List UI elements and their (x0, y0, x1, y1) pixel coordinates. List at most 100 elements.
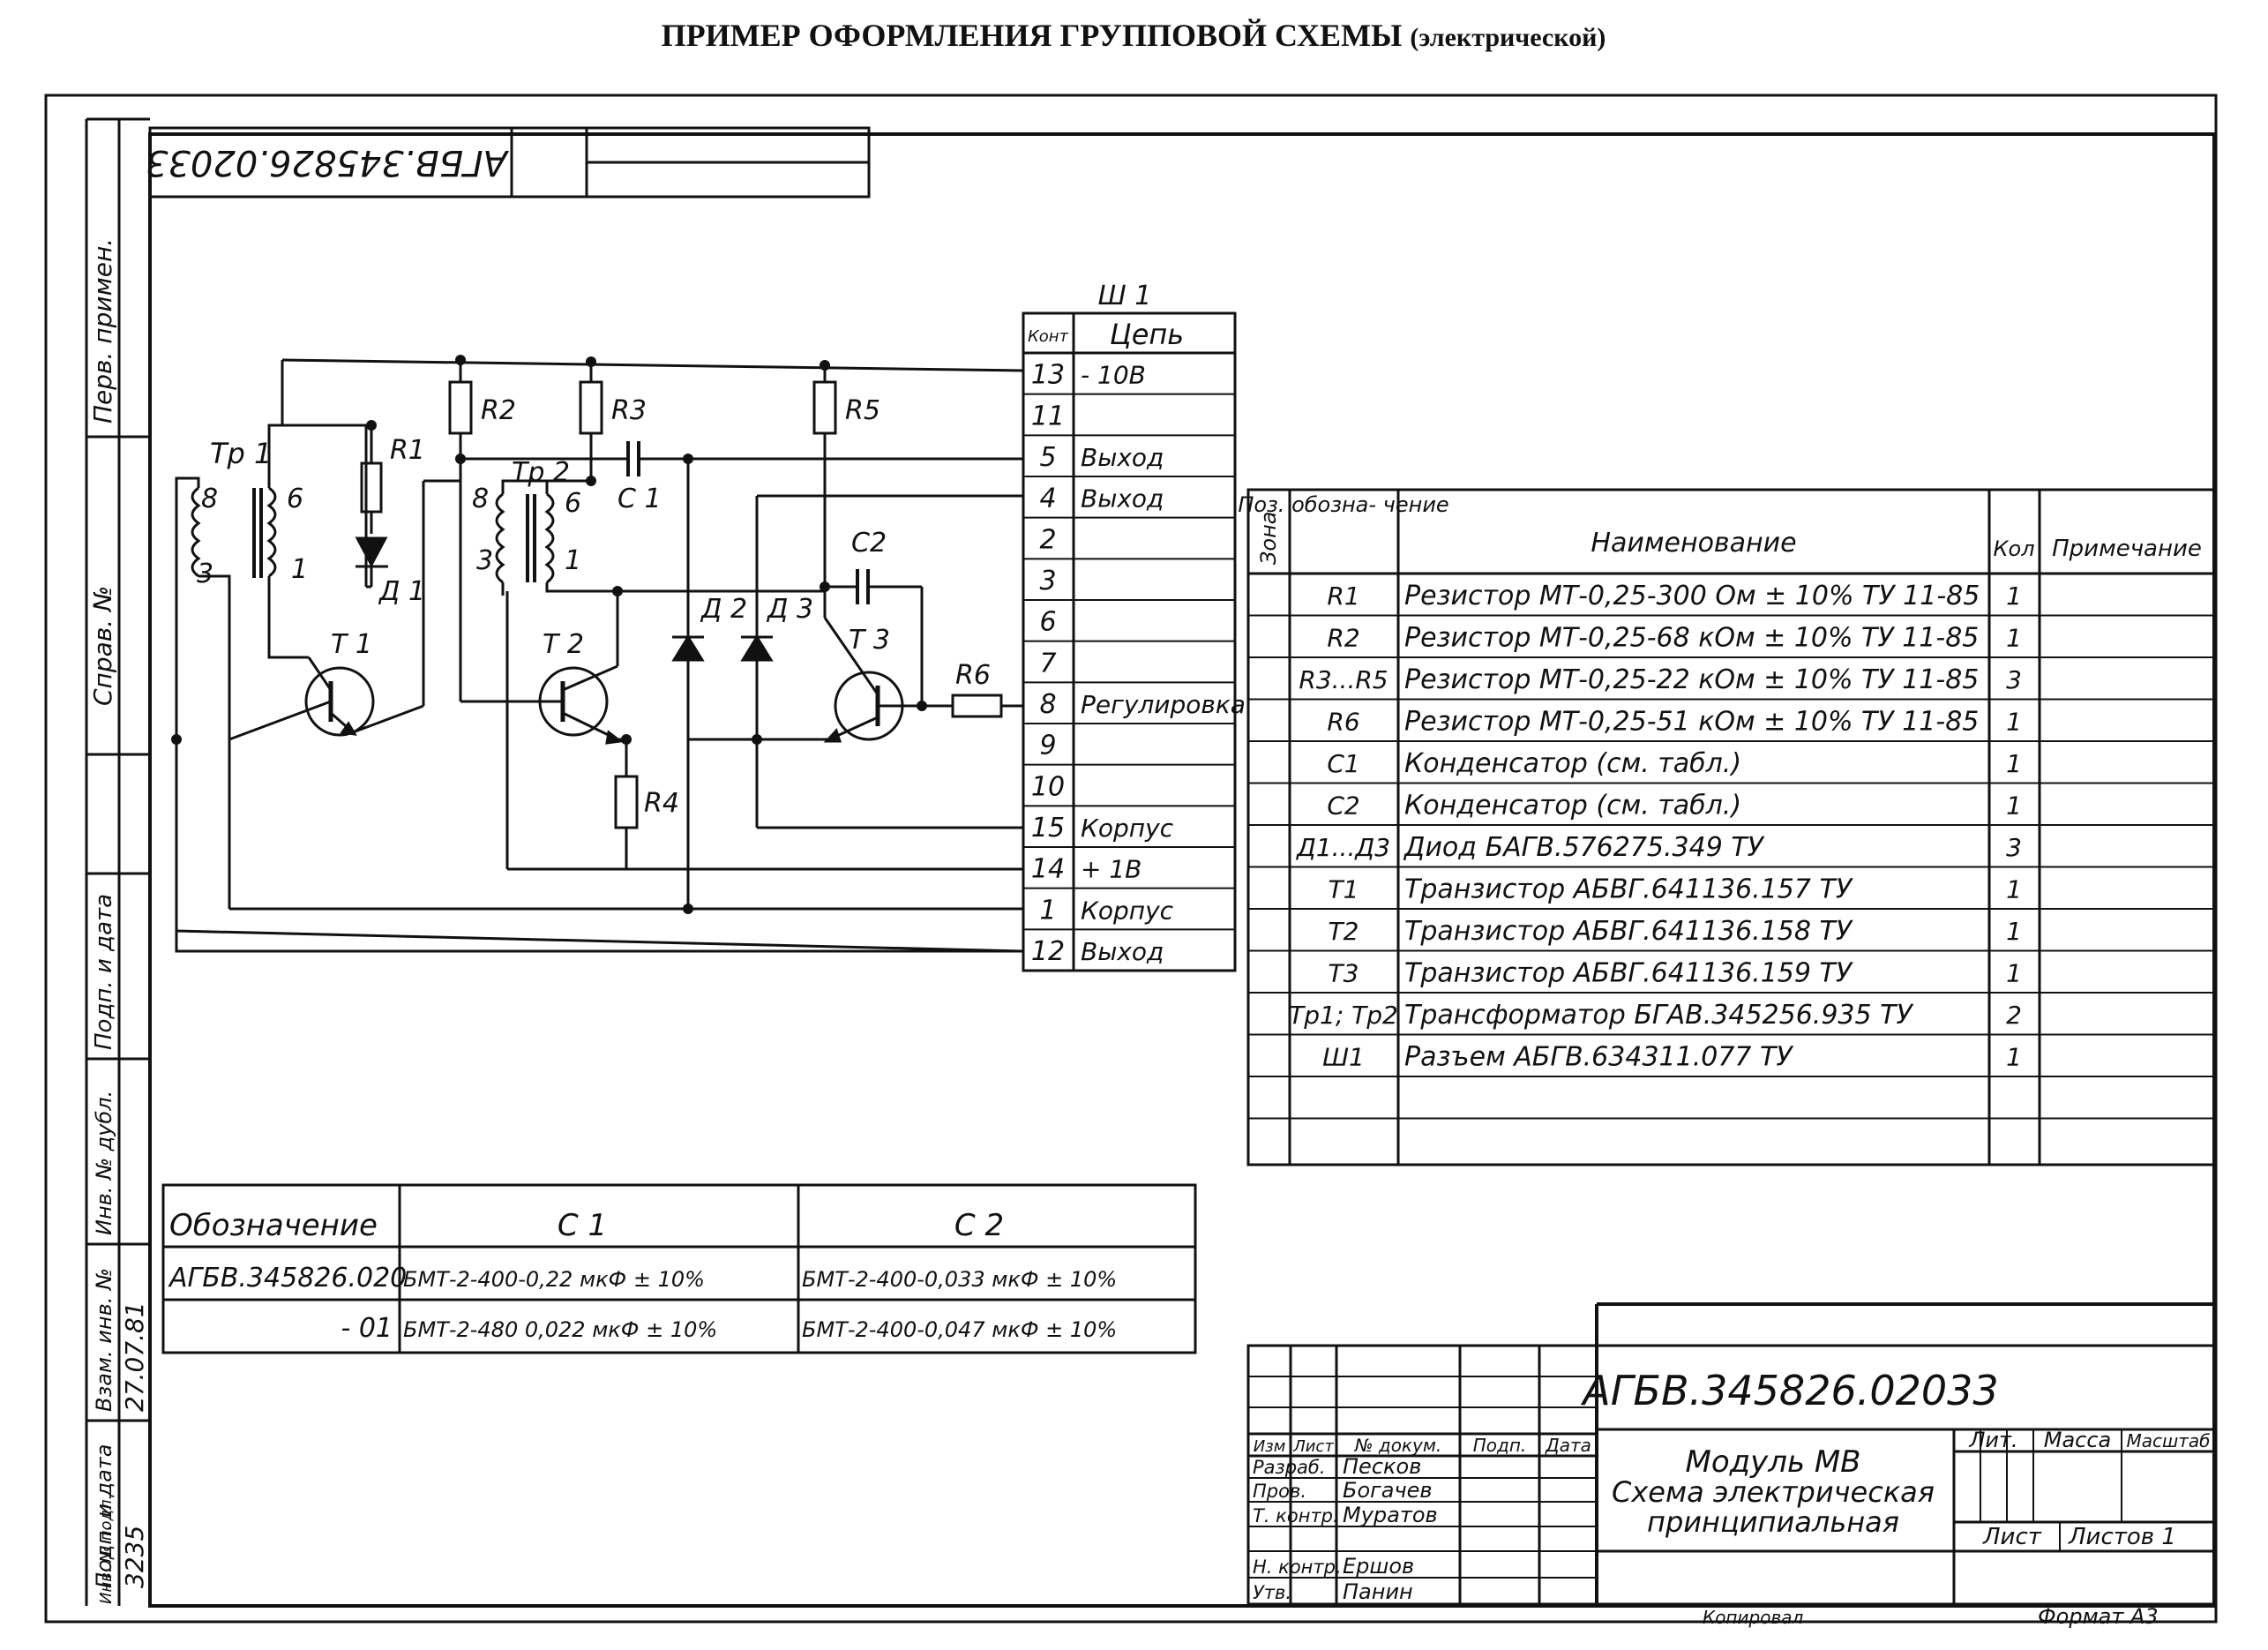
label-d2: Д 2 (700, 594, 747, 625)
variant-c2: БМТ-2-400-0,047 мкФ ± 10% (802, 1317, 1117, 1342)
connector-net: - 10В (1081, 361, 1146, 390)
title-listov: Листов 1 (2068, 1524, 2176, 1550)
transistor-t2 (534, 589, 825, 776)
title-person: Панин (1343, 1579, 1413, 1604)
title-massa: Масса (2044, 1428, 2112, 1452)
label-w3a: 3 (197, 559, 213, 589)
side-vzam-inv: Взам. инв. № (92, 1268, 116, 1412)
connector-pin: 14 (1031, 854, 1065, 885)
parts-poz: Д1...Д3 (1295, 833, 1390, 862)
diode-d1 (355, 536, 388, 589)
junction-dot (683, 904, 693, 914)
label-w1a: 1 (291, 554, 308, 585)
parts-poz: Тр1; Тр2 (1289, 1001, 1398, 1030)
connector-pin: 2 (1039, 524, 1056, 555)
label-r4: R4 (644, 788, 679, 819)
connector-pin: 13 (1031, 360, 1065, 391)
junction-dot (621, 734, 632, 745)
junction-dot (820, 360, 830, 371)
title-col-data: Дата (1545, 1435, 1591, 1456)
junction-dot (752, 734, 762, 745)
connector-net: Выход (1081, 937, 1164, 966)
variant-oboz: АГБВ.345826.020 (168, 1263, 407, 1294)
circuit-schematic (171, 355, 1024, 953)
parts-poz: R2 (1327, 624, 1359, 653)
parts-poz: С2 (1327, 791, 1359, 821)
title-role: Разраб. (1253, 1457, 1326, 1478)
label-t1: Т 1 (331, 629, 372, 660)
parts-poz: Ш1 (1322, 1043, 1365, 1072)
wire (175, 931, 1023, 953)
title-role: Т. контр. (1253, 1505, 1339, 1526)
label-r1: R1 (390, 435, 425, 466)
junction-dot (171, 734, 182, 745)
label-w6b: 6 (565, 488, 581, 519)
connector-pin: 6 (1039, 607, 1056, 638)
parts-naim: Резистор МТ-0,25-300 Ом ± 10% ТУ 11-85 (1404, 581, 1980, 611)
parts-header-prim: Примечание (2052, 536, 2202, 562)
parts-header-zona: Зона (1256, 512, 1281, 565)
title-name-3: принципиальная (1647, 1505, 1899, 1539)
label-w3b: 3 (476, 545, 493, 576)
variants-header-c2: С 2 (954, 1208, 1004, 1243)
parts-naim: Резистор МТ-0,25-68 кОм ± 10% ТУ 11-85 (1404, 623, 1979, 654)
label-t2: Т 2 (543, 629, 584, 660)
parts-poz: Т3 (1329, 959, 1359, 988)
connector-pin: 8 (1039, 689, 1056, 720)
label-c1: С 1 (618, 484, 662, 514)
parts-poz: R1 (1327, 581, 1359, 611)
transistor-t1 (228, 479, 460, 741)
wire-bus-1 (176, 929, 1024, 953)
stamp-code: АГБВ.345826.02033 (146, 142, 510, 183)
transformer-tr2 (495, 479, 618, 596)
label-r6: R6 (955, 660, 991, 691)
label-r3: R3 (611, 395, 647, 426)
variant-c2: БМТ-2-400-0,033 мкФ ± 10% (802, 1267, 1117, 1292)
parts-header-naim: Наименование (1591, 528, 1796, 559)
label-c2: С2 (851, 528, 887, 559)
connector-pin: 9 (1039, 731, 1056, 761)
junction-dot (586, 476, 596, 486)
parts-poz: R3...R5 (1299, 665, 1388, 694)
connector-pin: 4 (1039, 484, 1056, 514)
variants-header-c1: С 1 (558, 1208, 607, 1243)
connector-pin: 3 (1039, 566, 1056, 596)
side-inv-value: 3235 (120, 1526, 149, 1588)
capacitor-c1 (460, 441, 1023, 476)
parts-naim: Трансформатор БГАВ.345256.935 ТУ (1404, 1000, 1913, 1031)
resistor-r1 (360, 461, 383, 514)
parts-naim: Транзистор АБВГ.641136.157 ТУ (1404, 874, 1853, 905)
junction-dot (455, 355, 466, 365)
parts-header-poz: Поз. обозна- чение (1238, 492, 1448, 517)
connector-net: Корпус (1081, 814, 1174, 843)
title-role: Н. контр. (1253, 1556, 1342, 1578)
variant-c1: БМТ-2-480 0,022 мкФ ± 10% (403, 1317, 717, 1342)
title-person: Песков (1343, 1454, 1421, 1479)
title-person: Богачев (1343, 1478, 1433, 1503)
title-person: Ершов (1343, 1554, 1414, 1579)
parts-kol: 2 (2006, 1001, 2022, 1030)
parts-naim: Разъем АБГВ.634311.077 ТУ (1404, 1042, 1793, 1073)
connector-net: Корпус (1081, 896, 1174, 925)
title-block: АГБВ.345826.02033 Модуль МВ Схема электр… (1246, 1302, 2216, 1629)
connector-pin: 11 (1031, 401, 1065, 431)
label-d3: Д 3 (766, 594, 813, 625)
label-d1: Д 1 (378, 576, 425, 607)
side-podp-data-1: Подп. и дата (91, 894, 117, 1050)
parts-poz: С1 (1327, 749, 1359, 778)
title-list: Лист (1982, 1524, 2042, 1550)
parts-kol: 3 (2006, 833, 2022, 862)
title-format: Формат А3 (2038, 1604, 2159, 1629)
connector-net: Выход (1081, 484, 1164, 514)
parts-kol: 1 (2006, 581, 2022, 611)
diode-d2 (671, 459, 705, 909)
parts-list-table: Зона Поз. обозна- чение Наименование Кол… (1238, 488, 2216, 1166)
connector-pin: 5 (1039, 442, 1056, 473)
label-tr2: Тр 2 (512, 457, 570, 488)
junction-dot (683, 454, 693, 464)
parts-kol: 1 (2006, 875, 2022, 904)
junction-dot (820, 581, 830, 592)
parts-poz: Т2 (1329, 917, 1359, 946)
parts-kol: 1 (2006, 708, 2022, 737)
